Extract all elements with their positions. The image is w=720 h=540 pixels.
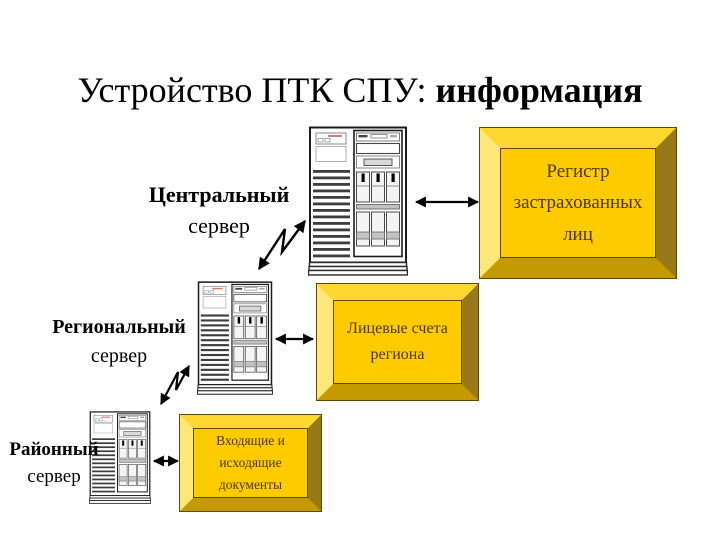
datastore-register-face: Регистр застрахованных лиц bbox=[500, 148, 656, 258]
double-arrow-icon-district-documents bbox=[152, 455, 180, 467]
datastore-accounts-face: Лицевые счета региона bbox=[333, 300, 462, 384]
datastore-documents-text: Входящие и исходящие документы bbox=[216, 432, 285, 493]
datastore-register-box: Регистр застрахованных лиц bbox=[479, 127, 677, 279]
zigzag-double-arrow-icon-central-regional bbox=[257, 220, 306, 271]
double-arrow-icon-regional-accounts bbox=[274, 333, 315, 345]
datastore-accounts-box: Лицевые счета региона bbox=[316, 283, 479, 401]
label-regional-server-name: Региональный bbox=[52, 316, 186, 338]
label-central-server: Центральный сервер bbox=[126, 179, 312, 241]
double-arrow-icon-central-register bbox=[414, 196, 480, 208]
slide-title: Устройство ПТК СПУ: информация bbox=[0, 70, 720, 111]
datastore-accounts-text: Лицевые счета региона bbox=[347, 320, 448, 363]
label-regional-server-type: сервер bbox=[90, 345, 148, 367]
slide-title-emphasis: информация bbox=[435, 70, 643, 110]
datastore-documents-face: Входящие и исходящие документы bbox=[193, 428, 308, 498]
label-district-server: Районный сервер bbox=[2, 436, 106, 490]
server-tower-icon-central bbox=[308, 126, 408, 276]
server-tower-icon-regional bbox=[197, 281, 273, 395]
datastore-register-text: Регистр застрахованных лиц bbox=[513, 160, 643, 245]
label-district-server-name: Районный bbox=[9, 439, 99, 460]
zigzag-double-arrow-icon-regional-district bbox=[160, 365, 190, 405]
label-central-server-type: сервер bbox=[188, 213, 250, 238]
label-regional-server: Региональный сервер bbox=[38, 313, 200, 371]
slide-title-prefix: Устройство ПТК СПУ: bbox=[77, 70, 436, 110]
datastore-documents-box: Входящие и исходящие документы bbox=[179, 414, 322, 512]
label-central-server-name: Центральный bbox=[148, 182, 290, 207]
label-district-server-type: сервер bbox=[27, 466, 81, 487]
